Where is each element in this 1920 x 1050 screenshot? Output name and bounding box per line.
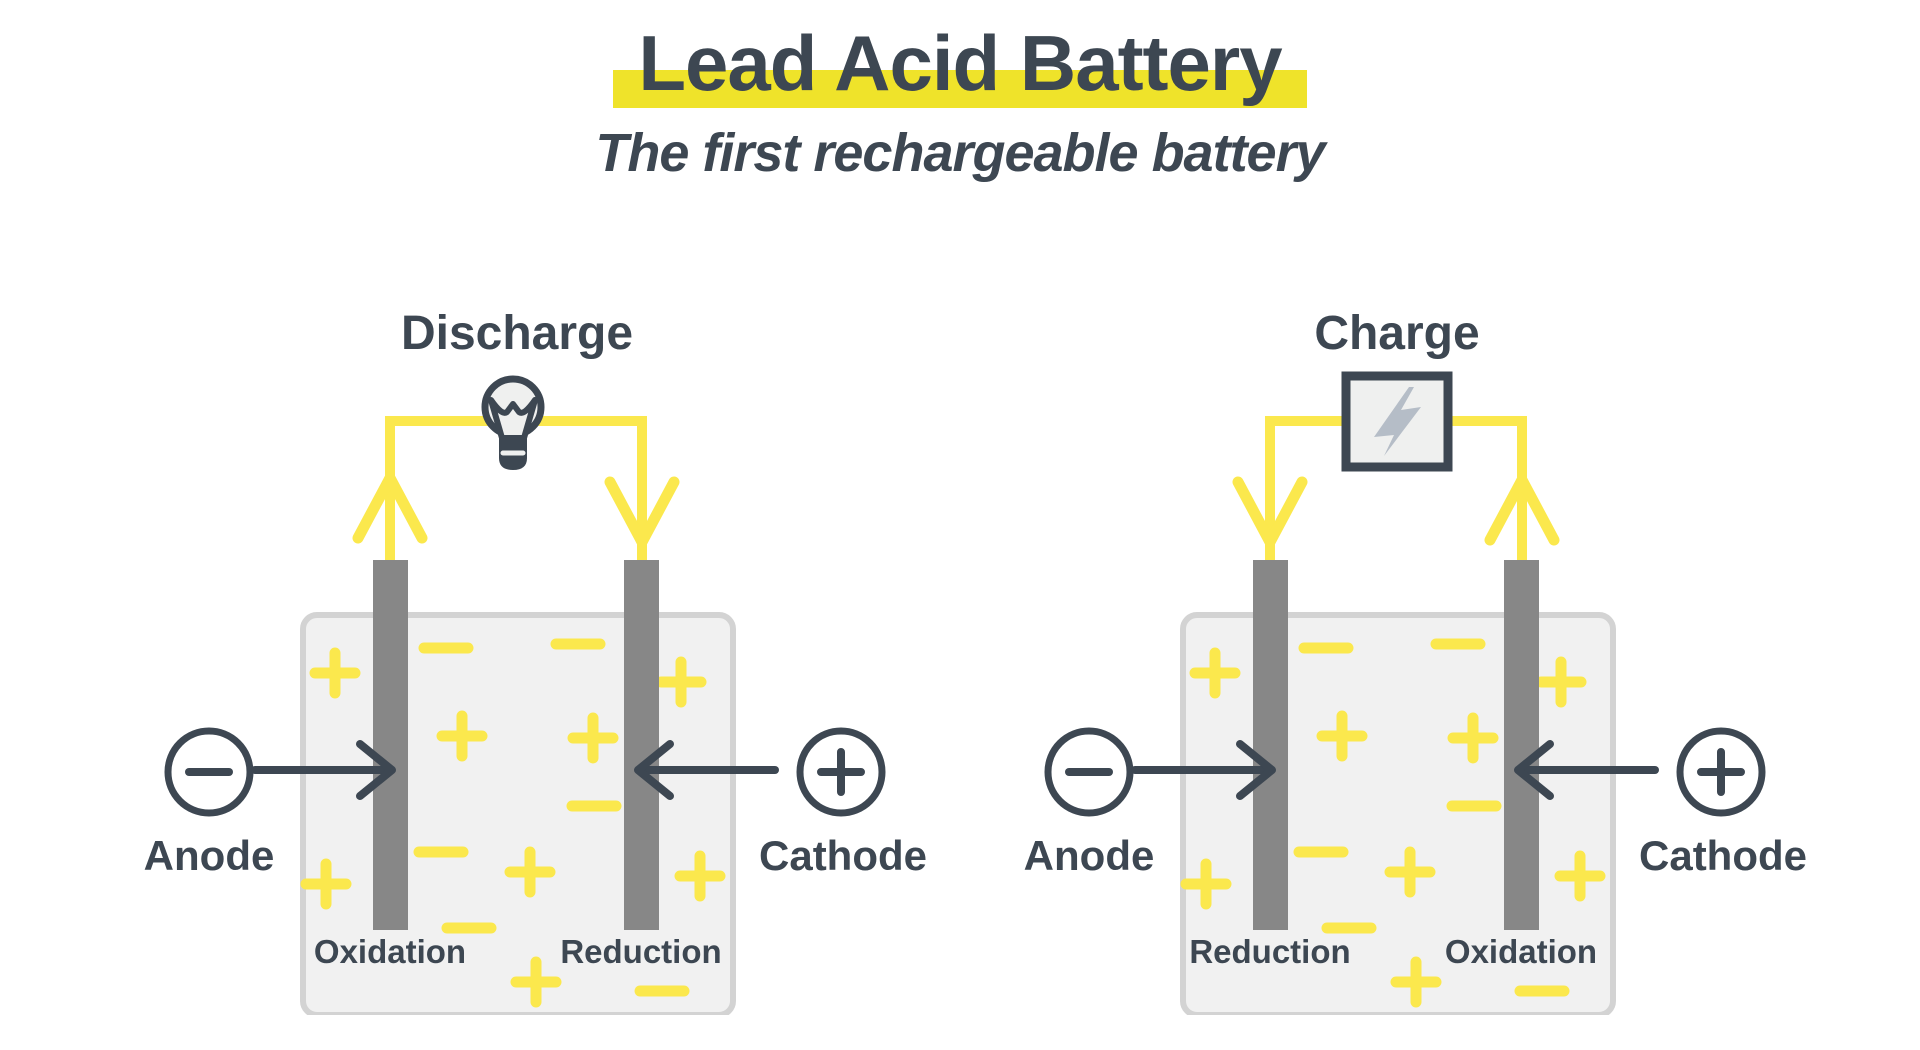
anode-label: Anode: [144, 832, 275, 879]
cathode-arrowhead-icon: [1514, 740, 1554, 800]
current-arrow-up-icon: [1484, 474, 1560, 546]
plus-ion-symbol: [1180, 858, 1232, 910]
cathode-terminal: Cathode: [1514, 727, 1807, 879]
right-electrode-label: Reduction: [560, 933, 721, 970]
right-electrode-label: Oxidation: [1445, 933, 1597, 970]
anode-terminal: Anode: [144, 727, 396, 879]
current-arrow-down-icon: [604, 476, 680, 548]
anode-arrowhead-icon: [1236, 740, 1276, 800]
current-arrow-up-icon: [352, 472, 428, 544]
plus-sign: [817, 748, 865, 796]
right-electrode: [1504, 560, 1539, 930]
plus-ion-symbol: [436, 710, 488, 762]
diagram-title: Discharge: [401, 307, 633, 360]
plus-ion-symbol: [1535, 656, 1587, 708]
plus-sign: [1697, 748, 1745, 796]
electrolyte-ion-symbols: [300, 638, 726, 1008]
plus-ion-symbol: [1384, 846, 1436, 898]
left-electrode: [373, 560, 408, 930]
cathode-label: Cathode: [759, 832, 927, 879]
plus-ion-symbol: [1554, 850, 1606, 902]
anode-terminal: Anode: [1024, 727, 1276, 879]
plus-ion-symbol: [567, 712, 619, 764]
lightning-bolt-icon: [1341, 371, 1453, 472]
cathode-terminal: Cathode: [634, 727, 927, 879]
diagram-title: Charge: [1314, 307, 1479, 360]
discharge-diagram-canvas: Discharge: [144, 307, 927, 1018]
plus-ion-symbol: [655, 656, 707, 708]
page-title: Lead Acid Battery: [613, 18, 1307, 108]
plus-ion-symbol: [1316, 710, 1368, 762]
plus-ion-symbol: [510, 956, 562, 1008]
plus-ion-symbol: [1390, 956, 1442, 1008]
plus-ion-symbol: [1189, 647, 1241, 699]
cathode-label: Cathode: [1639, 832, 1807, 879]
plus-ion-symbol: [504, 846, 556, 898]
current-arrow-down-icon: [1232, 476, 1308, 548]
plus-ion-symbol: [300, 858, 352, 910]
left-electrode-label: Oxidation: [314, 933, 466, 970]
plus-ion-symbol: [1447, 712, 1499, 764]
anode-label: Anode: [1024, 832, 1155, 879]
plus-ion-symbol: [309, 647, 361, 699]
charge-diagram: Charge Anode: [1010, 300, 1840, 1018]
left-electrode: [1253, 560, 1288, 930]
light-bulb-icon: [481, 375, 545, 470]
title-row: Lead Acid Battery: [0, 18, 1920, 108]
page-subtitle: The first rechargeable battery: [595, 123, 1325, 183]
discharge-diagram: Discharge: [130, 300, 960, 1018]
plus-ion-symbol: [674, 850, 726, 902]
right-electrode: [624, 560, 659, 930]
left-electrode-label: Reduction: [1189, 933, 1350, 970]
cathode-arrowhead-icon: [634, 740, 674, 800]
charge-diagram-canvas: Charge Anode: [1024, 307, 1807, 1018]
anode-arrowhead-icon: [356, 740, 396, 800]
electrolyte-ion-symbols: [1180, 638, 1606, 1008]
